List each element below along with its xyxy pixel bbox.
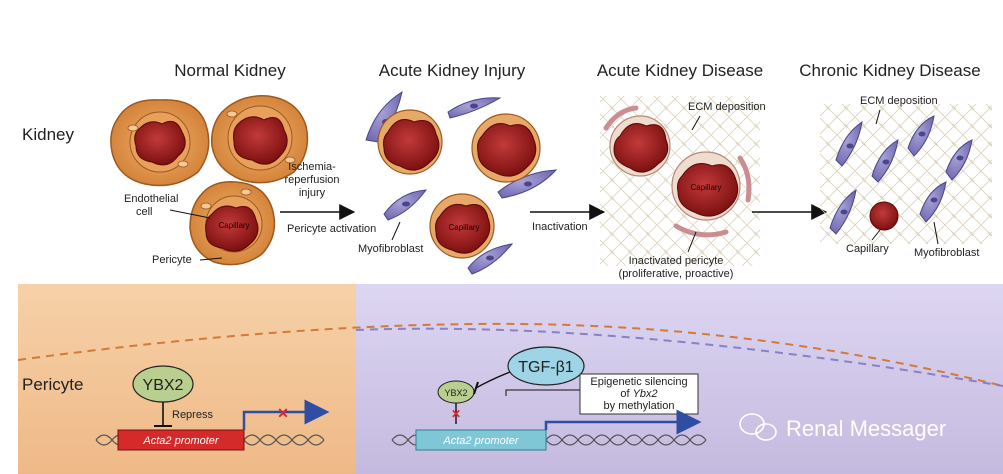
- transcription-arrow-left: [242, 399, 330, 430]
- pointer-capillary-ckd: [871, 229, 881, 241]
- row-label-kidney: Kidney: [22, 125, 74, 144]
- label-ischemia-1: Ischemia-: [288, 161, 336, 173]
- watermark: Renal Messager: [739, 413, 946, 441]
- tgf-inhibit-bar: [473, 381, 479, 395]
- label-epi-2: of Ybx2: [620, 388, 657, 400]
- label-acta2-promoter-right: Acta2 promoter: [442, 435, 520, 447]
- row-label-pericyte: Pericyte: [22, 375, 83, 394]
- ckd-myofibroblasts: [829, 115, 973, 235]
- label-capillary-akd: Capillary: [690, 183, 721, 192]
- label-epi-3: by methylation: [604, 400, 675, 412]
- akd-capillary-1: [603, 105, 671, 177]
- tgf-inhibit-line: [475, 371, 511, 389]
- ckd-ecm: [820, 104, 992, 244]
- label-capillary-normal: Capillary: [218, 221, 249, 230]
- transcription-arrow-right: [544, 409, 702, 435]
- pointer-inactivated-pericyte: [687, 231, 697, 253]
- label-endothelial-2: cell: [136, 206, 153, 218]
- label-tgf-b1: TGF-β1: [518, 359, 574, 376]
- nuclear-membrane-orange: [17, 322, 1003, 387]
- label-repress: Repress: [172, 409, 213, 421]
- label-ecm-akd: ECM deposition: [688, 101, 766, 113]
- label-ybx2-large: YBX2: [143, 377, 184, 394]
- label-inactivation: Inactivation: [532, 221, 588, 233]
- label-endothelial-1: Endothelial: [124, 193, 178, 205]
- normal-capillary-2: [210, 95, 309, 184]
- label-myofibroblast-aki: Myofibroblast: [358, 243, 423, 255]
- label-pericyte: Pericyte: [152, 254, 192, 266]
- blocked-x-icon: ✕: [277, 405, 289, 421]
- aki-capillary-3: [429, 193, 495, 259]
- aki-capillary-2: [471, 113, 541, 183]
- label-epi-2a: of: [620, 388, 632, 400]
- chat-bubble-icon-2: [755, 423, 777, 441]
- label-pericyte-activation: Pericyte activation: [287, 223, 376, 235]
- ckd-capillary: [869, 201, 899, 231]
- label-ischemia-2: reperfusion: [284, 174, 339, 186]
- label-epi-2b: Ybx2: [633, 388, 658, 400]
- watermark-text: Renal Messager: [786, 416, 946, 441]
- dna-right: [391, 434, 707, 446]
- pointer-myofibroblast-aki: [391, 221, 401, 241]
- pointer-myofibroblast-ckd: [933, 221, 939, 245]
- title-acute-kidney-injury: Acute Kidney Injury: [379, 61, 526, 80]
- pointer-ecm-akd: [691, 115, 701, 131]
- label-ecm-ckd: ECM deposition: [860, 95, 938, 107]
- pointer-ecm-ckd: [875, 109, 881, 125]
- nuclear-membrane-purple: [355, 327, 1003, 387]
- label-inactivated-pericyte-1: Inactivated pericyte: [629, 255, 724, 267]
- label-acta2-promoter-left: Acta2 promoter: [142, 435, 220, 447]
- label-inactivated-pericyte-2: (proliferative, proactive): [619, 268, 734, 280]
- label-epi-1: Epigenetic silencing: [590, 376, 687, 388]
- title-normal-kidney: Normal Kidney: [174, 61, 286, 80]
- label-capillary-aki: Capillary: [448, 223, 479, 232]
- epigenetic-pointer: [505, 389, 580, 396]
- label-ischemia-3: injury: [299, 187, 326, 199]
- title-acute-kidney-disease: Acute Kidney Disease: [597, 61, 763, 80]
- normal-capillary-1: [110, 99, 210, 187]
- ybx2-blocked-x-icon: ✕: [451, 407, 461, 421]
- title-chronic-kidney-disease: Chronic Kidney Disease: [799, 61, 980, 80]
- epigenetic-box: [579, 373, 699, 415]
- aki-myofibroblasts: [365, 90, 558, 275]
- pointer-pericyte: [199, 257, 223, 261]
- label-capillary-ckd: Capillary: [846, 243, 889, 255]
- label-myofibroblast-ckd: Myofibroblast: [914, 247, 979, 259]
- pointer-endothelial: [169, 209, 211, 219]
- acta2-promoter-red: [117, 429, 245, 451]
- aki-capillary-1: [377, 109, 443, 175]
- acta2-promoter-teal: [415, 429, 547, 451]
- normal-capillary-3: [189, 181, 276, 266]
- label-ybx2-small: YBX2: [444, 388, 467, 398]
- tgf-b1-protein: [507, 346, 585, 386]
- akd-capillary-2: [671, 151, 752, 238]
